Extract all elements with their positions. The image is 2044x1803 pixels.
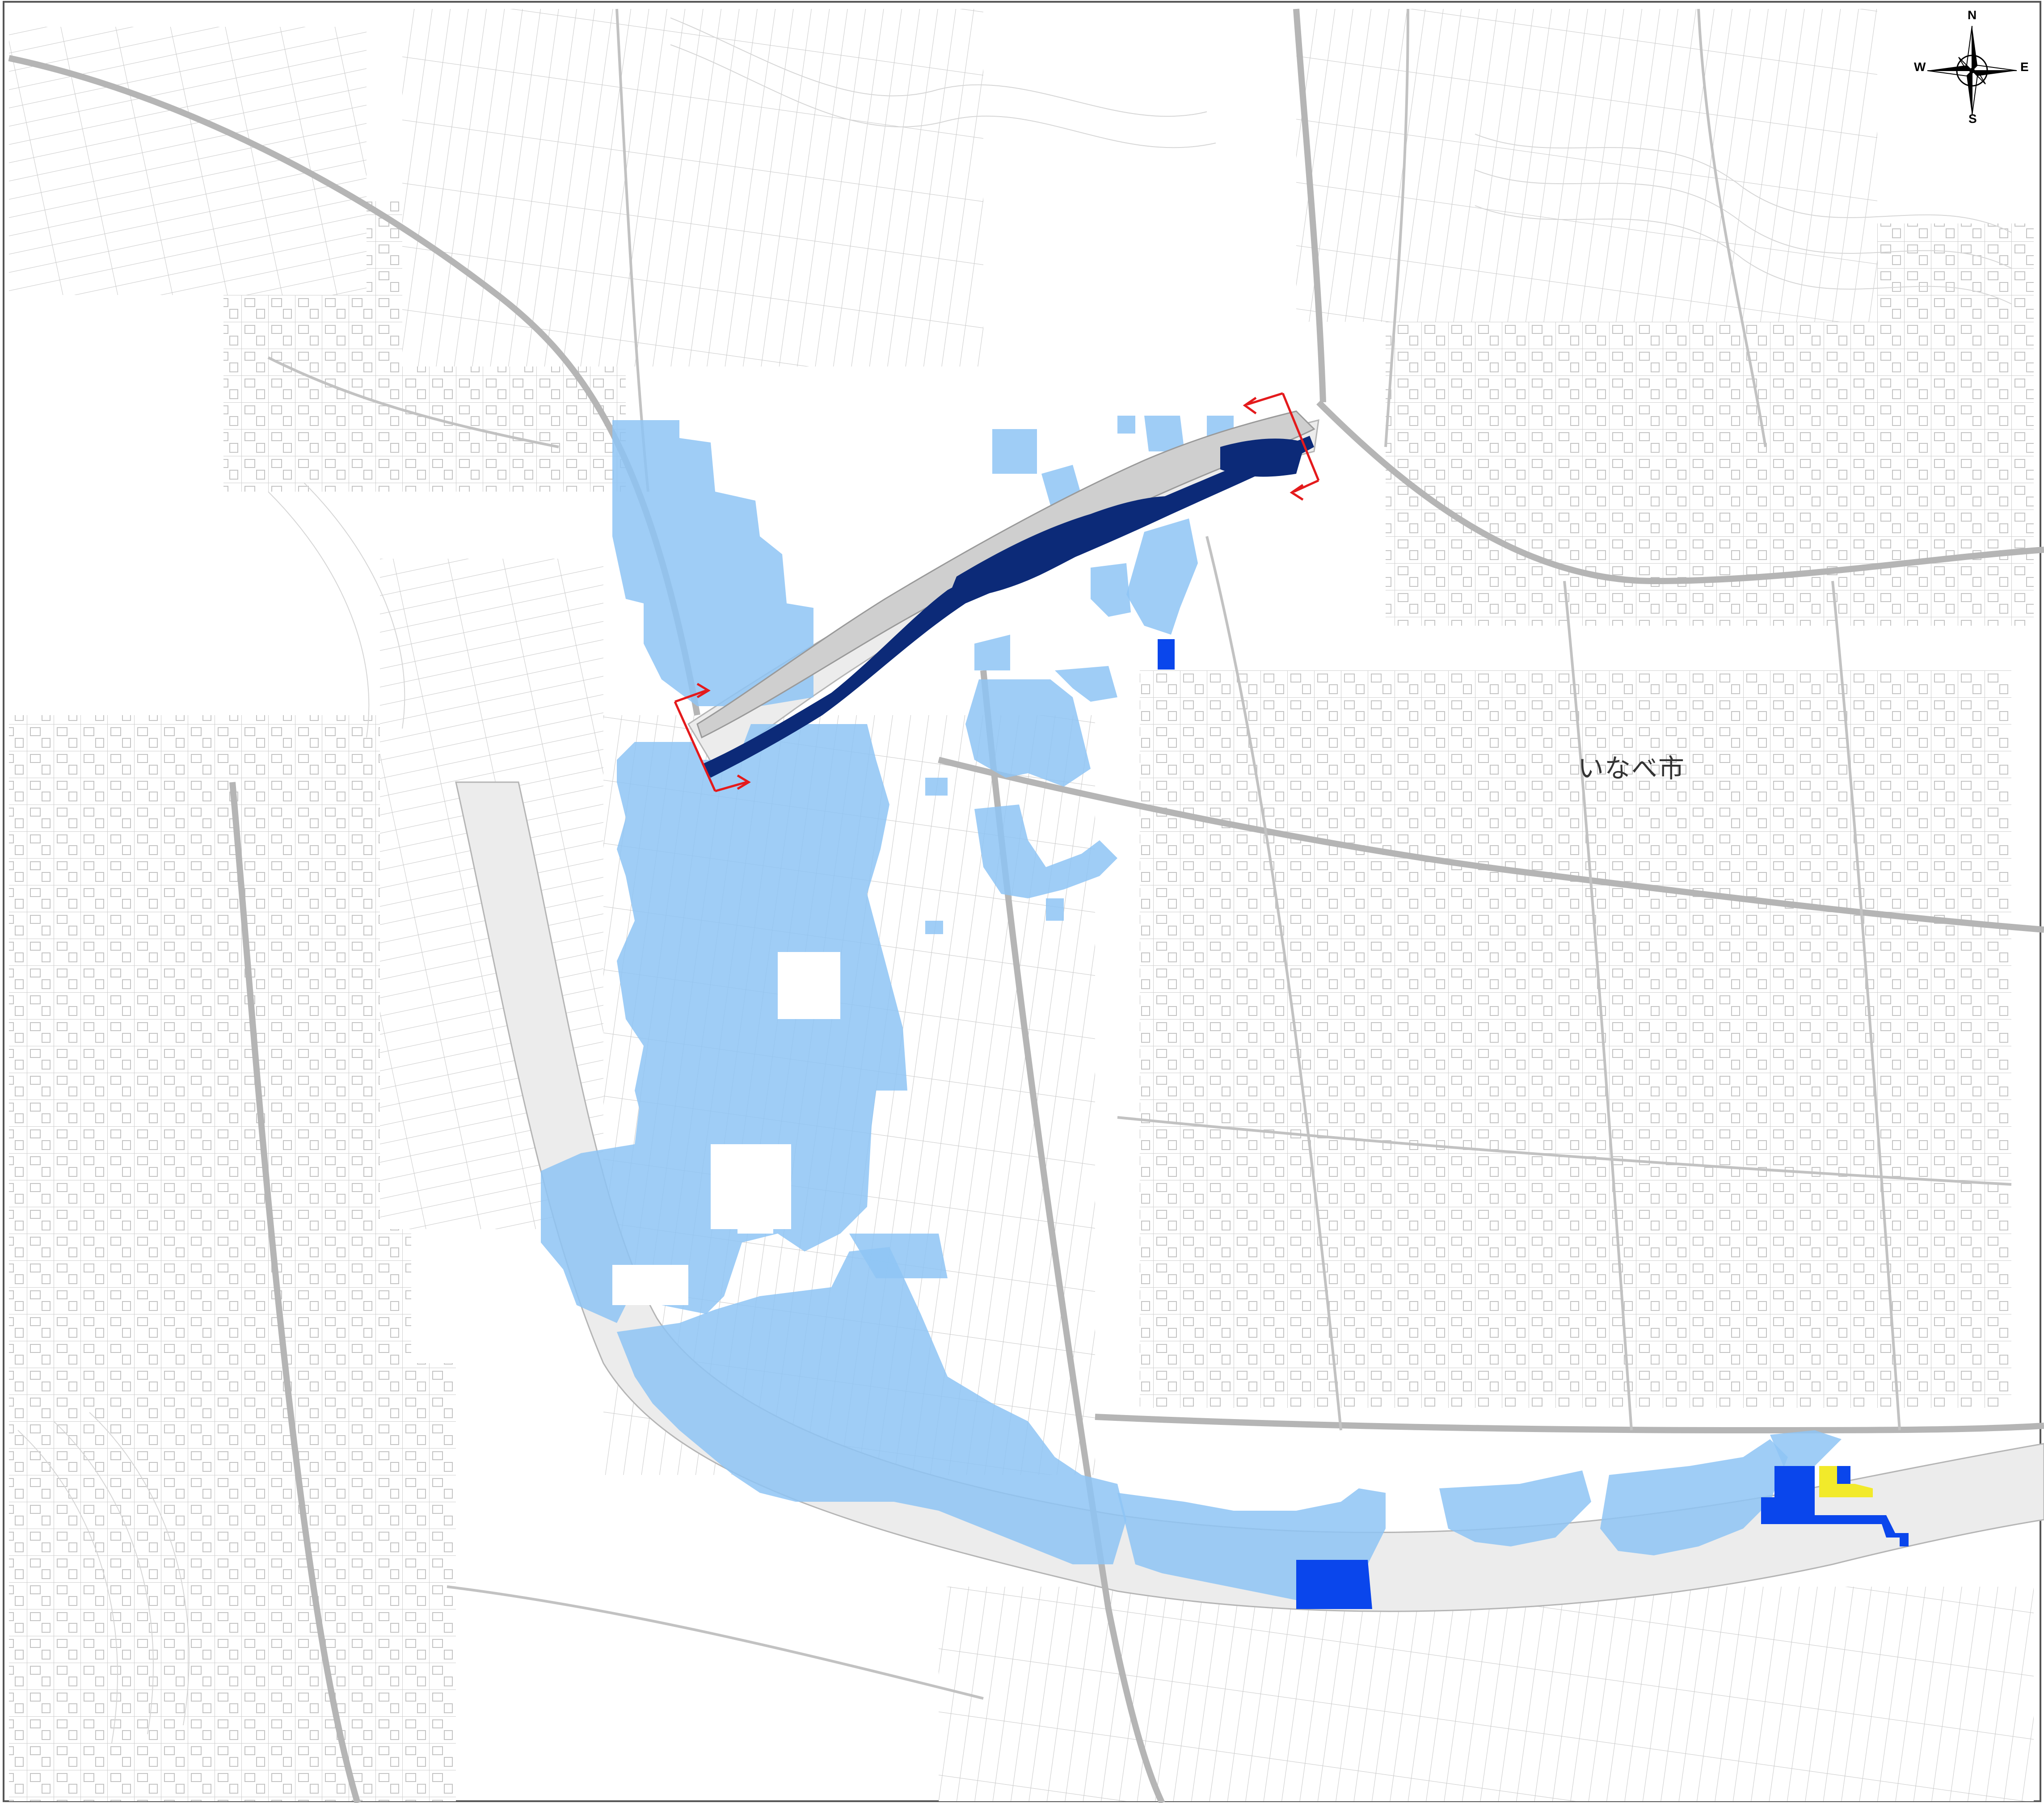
road-east-west	[938, 757, 2044, 933]
flood-zone-deep-east	[1220, 438, 1305, 477]
road-south	[1095, 1414, 2044, 1434]
urban-area-east	[1140, 670, 2011, 1408]
field-area-north	[402, 9, 983, 366]
place-label-inabe: いなべ市	[1578, 753, 1686, 784]
flood-zone-mid	[1158, 639, 1909, 1609]
non-flood-islands	[612, 952, 840, 1305]
compass-north-label: N	[1968, 8, 1977, 22]
urban-area-west	[9, 715, 411, 1386]
road-north-east	[1316, 400, 2044, 585]
field-area-south	[939, 1587, 2034, 1801]
compass-rose-icon	[1927, 25, 2017, 116]
minor-roads	[267, 8, 2012, 1700]
compass-east-label: E	[2020, 60, 2029, 74]
field-area-northeast	[1296, 9, 1877, 322]
section-marker-east	[1243, 392, 1320, 501]
flood-zone-deep-island	[948, 496, 1171, 599]
road-west-ns	[229, 782, 361, 1803]
compass-south-label: S	[1968, 112, 1977, 126]
flood-zone-light	[541, 416, 1842, 1600]
compass-west-label: W	[1914, 60, 1926, 74]
section-marker-west	[674, 682, 751, 792]
flood-zone-extreme	[1819, 1466, 1873, 1497]
compass-rose: N S W E	[1905, 8, 2039, 133]
contour-lines	[17, 17, 2012, 1744]
road-north-ns	[1293, 8, 1326, 403]
urban-area-southwest	[9, 1363, 456, 1801]
